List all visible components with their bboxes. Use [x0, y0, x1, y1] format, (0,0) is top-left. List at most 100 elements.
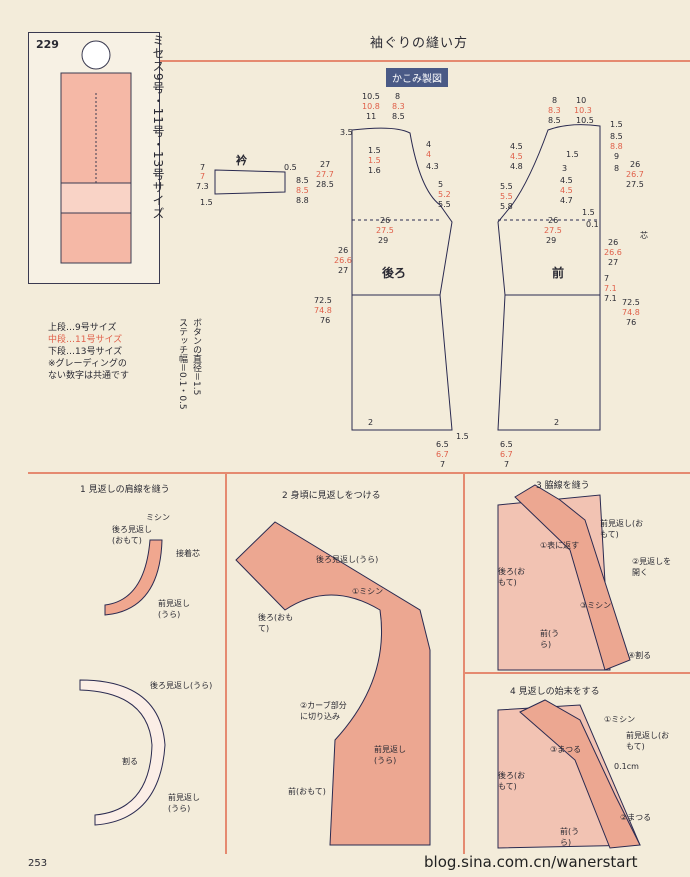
front-dim: 26 [608, 238, 619, 247]
step3-text: ②見返しを開く [632, 557, 672, 577]
back-dim: 26 [380, 216, 391, 225]
button-diameter-note: ボタンの直径＝1.5 [191, 318, 201, 396]
back-dim: 27 [320, 160, 331, 169]
back-dim: 7 [440, 460, 446, 469]
front-dim: 27.5 [626, 180, 644, 189]
step3-title: 3 脇線を縫う [536, 481, 590, 491]
step4-text: ①ミシン [604, 715, 636, 724]
step1-text: ミシン [146, 513, 170, 522]
collar-dim: 7 [200, 172, 206, 181]
legend-line-9: 上段…9号サイズ [48, 323, 117, 333]
front-dim: 3 [562, 164, 568, 173]
back-dim: 1.5 [456, 432, 469, 441]
front-dim: 9 [614, 152, 620, 161]
front-dim: 7.1 [604, 284, 617, 293]
size-legend: 上段…9号サイズ 中段…11号サイズ 下段…13号サイズ ※グレーディングの な… [48, 322, 129, 382]
back-dim: 3.5 [340, 128, 353, 137]
back-dim: 28.5 [316, 180, 334, 189]
back-dim: 8.5 [392, 112, 405, 121]
back-dim: 4 [426, 140, 432, 149]
front-dim: 4.7 [560, 196, 573, 205]
step1-text: 割る [122, 757, 138, 766]
front-dim: 6.5 [500, 440, 513, 449]
legend-note-2: ない数字は共通です [48, 371, 130, 381]
back-dim: 5.5 [438, 200, 451, 209]
back-dim: 5.2 [438, 190, 451, 199]
interfacing-tab: 芯 [640, 231, 648, 240]
pattern-badge: かこみ製図 [386, 68, 448, 87]
back-dim: 26 [338, 246, 349, 255]
front-dim: 1.5 [610, 120, 623, 129]
step2-text: ①ミシン [352, 587, 384, 596]
front-dim: 4.5 [510, 152, 523, 161]
front-dim: 4.5 [510, 142, 523, 151]
collar-label: 衿 [236, 154, 247, 167]
back-dim: 4 [426, 150, 432, 159]
collar-dim: 8.8 [296, 196, 309, 205]
page-title: 袖ぐりの縫い方 [370, 36, 469, 51]
legend-note-1: ※グレーディングの [48, 359, 127, 369]
front-dim: 26.7 [626, 170, 644, 179]
step4-text: 前(うら) [560, 827, 580, 847]
step2-title: 2 身頃に見返しをつける [282, 491, 381, 501]
step4-title: 4 見返しの始末をする [510, 687, 600, 697]
collar-dim: 0.5 [284, 163, 297, 172]
front-dim: 8 [614, 164, 620, 173]
step2-text: 前見返し(うら) [374, 745, 406, 765]
front-dim: 27 [608, 258, 619, 267]
front-dim: 4.8 [510, 162, 523, 171]
legend-line-11: 中段…11号サイズ [48, 335, 123, 345]
step4-text: 0.1cm [614, 762, 639, 771]
step3-text: ③ミシン [580, 601, 612, 610]
back-dim: 1.5 [368, 156, 381, 165]
step3-text: 後ろ(おもて) [498, 567, 526, 587]
step3-text: ①表に返す [540, 541, 580, 550]
apron-illustration [28, 32, 160, 284]
front-dim: 10.5 [576, 116, 594, 125]
back-dim: 1.5 [368, 146, 381, 155]
front-dim: 7.1 [604, 294, 617, 303]
step1-text: 接着芯 [176, 549, 200, 558]
step4-text: 前見返し(おもて) [626, 731, 670, 751]
step3-text: 前見返し(おもて) [600, 519, 644, 539]
sizes-title: ミセス9号・11号・13号サイズ [151, 34, 165, 221]
front-dim: 1.5 [582, 208, 595, 217]
back-dim: 4.3 [426, 162, 439, 171]
back-label: 後ろ [382, 266, 407, 280]
back-dim: 8.3 [392, 102, 405, 111]
front-dim: 74.8 [622, 308, 640, 317]
back-dim: 27.7 [316, 170, 334, 179]
step4-text: ③まつる [550, 745, 582, 754]
step1-text: 前見返し(うら) [158, 599, 190, 619]
front-dim: 27.5 [544, 226, 562, 235]
back-dim: 1.6 [368, 166, 381, 175]
front-dim: 8.5 [610, 132, 623, 141]
back-dim: 10.8 [362, 102, 380, 111]
watermark: blog.sina.com.cn/wanerstart [424, 853, 638, 871]
front-dim: 4.5 [560, 176, 573, 185]
back-dim: 6.7 [436, 450, 449, 459]
front-dim: 1.5 [566, 150, 579, 159]
step1-text: 前見返し(うら) [168, 793, 200, 813]
step1-title: 1 見返しの肩線を縫う [80, 485, 170, 495]
front-dim: 5.5 [500, 192, 513, 201]
front-dim: 2 [554, 418, 560, 427]
back-dim: 27 [338, 266, 349, 275]
collar-dim: 7.3 [196, 182, 209, 191]
back-dim: 8 [395, 92, 401, 101]
front-label: 前 [552, 266, 565, 280]
front-dim: 8.3 [548, 106, 561, 115]
back-dim: 74.8 [314, 306, 332, 315]
apron-drawing [60, 40, 132, 264]
step3-text: ④割る [628, 651, 652, 660]
collar-dim: 7 [200, 163, 206, 172]
step2-text: 後ろ(おもて) [258, 613, 294, 633]
back-dim: 26.6 [334, 256, 352, 265]
front-dim: 5.5 [500, 182, 513, 191]
back-dim: 5 [438, 180, 444, 189]
step2-text: ②カーブ部分に切り込み [300, 701, 347, 721]
back-dim: 10.5 [362, 92, 380, 101]
front-dim: 5.8 [500, 202, 513, 211]
step1-text: 後ろ見返し(うら) [150, 681, 213, 690]
back-dim: 11 [366, 112, 377, 121]
